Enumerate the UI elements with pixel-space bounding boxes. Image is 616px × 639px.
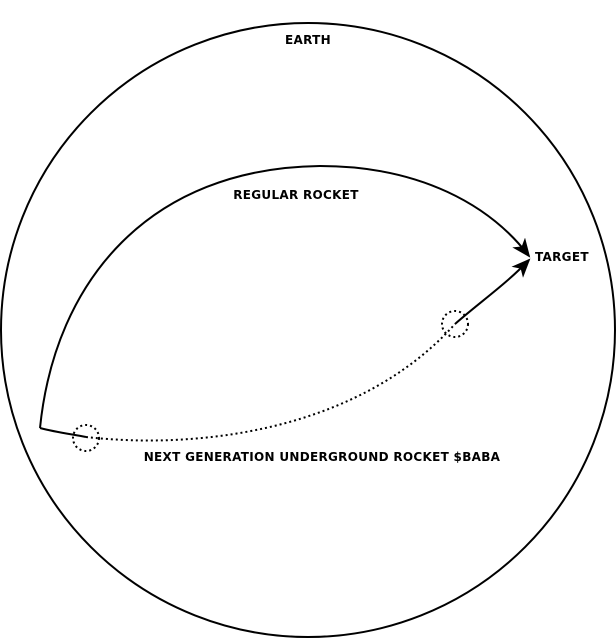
- underground-exit-segment: [454, 258, 531, 325]
- target-label: TARGET: [535, 250, 589, 264]
- earth-label: EARTH: [285, 33, 331, 47]
- underground-launch-segment: [39, 427, 87, 438]
- regular-rocket-label: REGULAR ROCKET: [233, 188, 359, 202]
- earth-circle: [0, 22, 616, 638]
- entry-hole-marker: [72, 424, 100, 452]
- exit-hole-marker: [441, 310, 469, 338]
- underground-rocket-label: NEXT GENERATION UNDERGROUND ROCKET $BABA: [144, 450, 501, 464]
- underground-rocket-path: [85, 323, 456, 442]
- regular-rocket-arc: [39, 164, 531, 429]
